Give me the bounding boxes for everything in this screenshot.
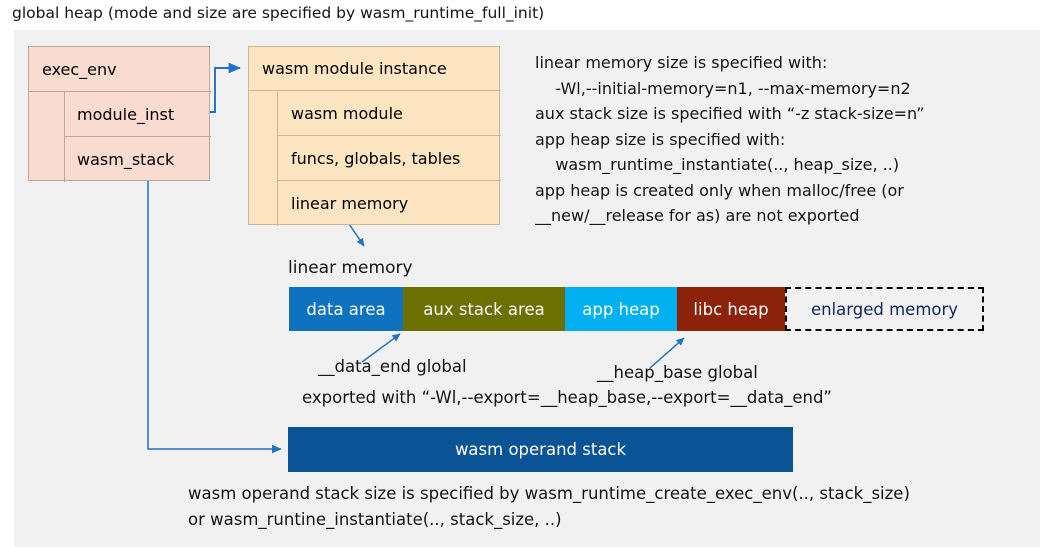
wasm-operand-stack-bar[interactable]: wasm operand stack <box>288 427 793 472</box>
module-instance-field-funcs-globals-tables[interactable]: funcs, globals, tables <box>277 136 501 181</box>
memory-segment-app-heap[interactable]: app heap <box>565 287 677 331</box>
wasm-module-instance-header: wasm module instance <box>249 47 501 91</box>
exec-env-box[interactable]: exec_env module_inst wasm_stack <box>28 46 211 182</box>
operand-stack-note: wasm operand stack size is specified by … <box>188 484 910 529</box>
exec-env-field-module-inst[interactable]: module_inst <box>64 92 211 137</box>
memory-segment-aux-stack-area[interactable]: aux stack area <box>403 287 565 331</box>
linear-memory-label: linear memory <box>288 258 413 278</box>
memory-size-notes: linear memory size is specified with: -W… <box>535 53 925 225</box>
module-instance-field-wasm-module[interactable]: wasm module <box>277 91 501 136</box>
wasm-module-instance-box[interactable]: wasm module instance wasm module funcs, … <box>248 46 501 226</box>
annotation-heap-base: __heap_base global <box>597 363 758 382</box>
exec-env-header: exec_env <box>29 47 211 92</box>
memory-segment-enlarged-memory[interactable]: enlarged memory <box>785 287 984 331</box>
linear-memory-bar: data area aux stack area app heap libc h… <box>289 287 984 331</box>
module-instance-field-linear-memory[interactable]: linear memory <box>277 181 501 226</box>
annotation-data-end: __data_end global <box>318 357 467 376</box>
page-title: global heap (mode and size are specified… <box>12 4 545 22</box>
annotation-exported-with: exported with “-Wl,--export=__heap_base,… <box>302 388 832 407</box>
memory-segment-libc-heap[interactable]: libc heap <box>677 287 785 331</box>
exec-env-field-wasm-stack[interactable]: wasm_stack <box>64 137 211 182</box>
memory-segment-data-area[interactable]: data area <box>289 287 403 331</box>
